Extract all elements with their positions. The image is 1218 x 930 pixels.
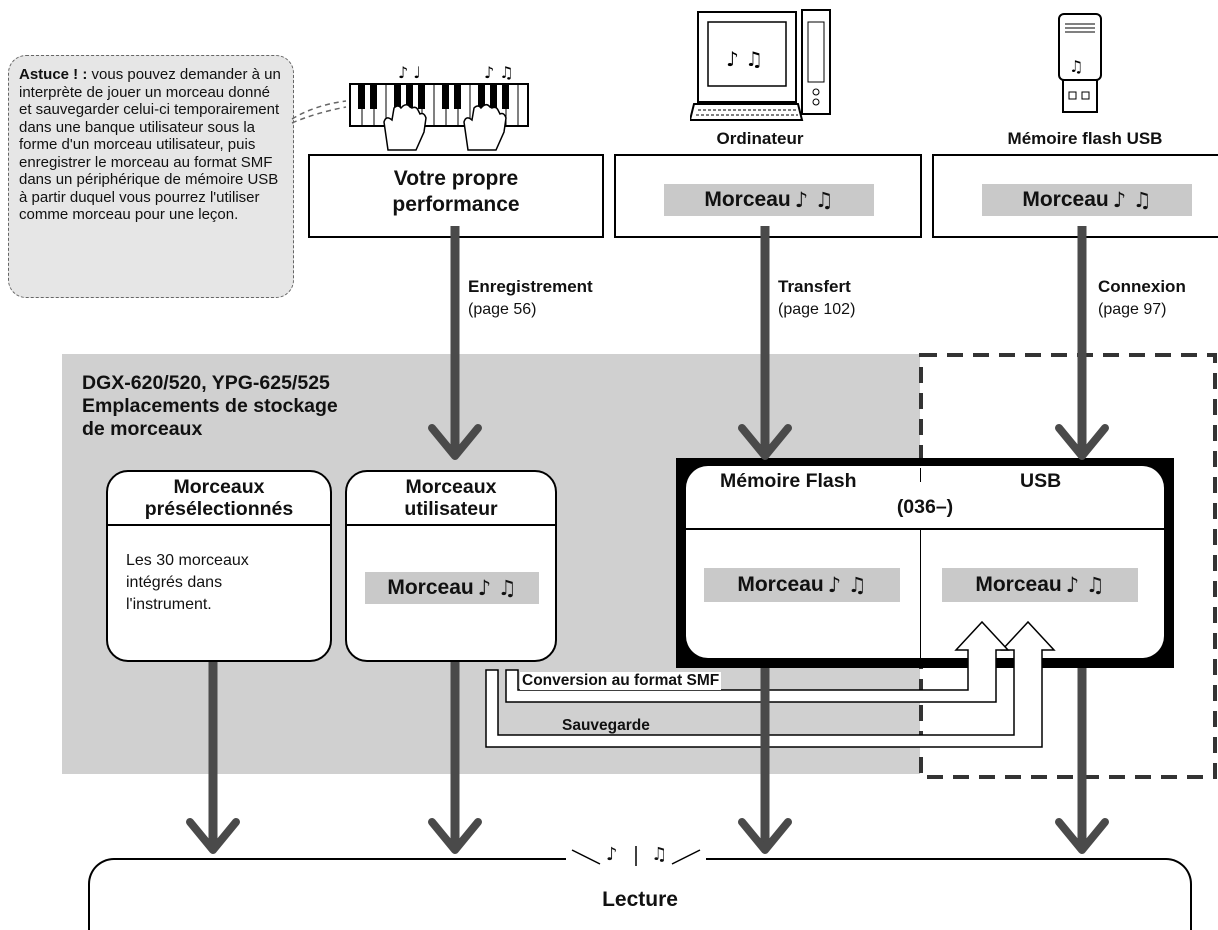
music-note-icon: ♪ ♫ — [794, 188, 834, 212]
svg-text:♪ ♩: ♪ ♩ — [398, 63, 421, 82]
preset-songs-description: Les 30 morceaux intégrés dans l'instrume… — [126, 552, 249, 613]
transfer-arrow-label: Transfert (page 102) — [778, 276, 855, 321]
svg-text:♪ ♫: ♪ ♫ — [726, 47, 763, 71]
flash-usb-header: Mémoire Flash USB (036–) — [686, 466, 1164, 530]
record-page: (page 56) — [468, 301, 537, 318]
user-title-line2: utilisateur — [404, 498, 498, 520]
song-label: Morceau — [737, 573, 824, 596]
flash-usb-divider — [920, 528, 921, 658]
transfer-page: (page 102) — [778, 301, 856, 318]
connect-arrow-label: Connexion (page 97) — [1098, 276, 1186, 321]
record-title: Enregistrement — [468, 277, 593, 296]
computer-song-tag: Morceau ♪ ♫ — [664, 184, 874, 216]
smf-conversion-label: Conversion au format SMF — [520, 672, 722, 690]
flash-play-head — [738, 818, 792, 854]
performance-box: Votre propre performance — [308, 154, 604, 238]
tip-label: Astuce ! : — [19, 66, 88, 83]
music-note-icon: ♪ ♫ — [827, 573, 867, 597]
transfer-arrow-head — [738, 424, 792, 460]
usb-play-head — [1055, 818, 1109, 854]
user-songs-header: Morceaux utilisateur — [347, 472, 555, 526]
usb-label: USB — [1020, 470, 1062, 492]
usb-flash-label: Mémoire flash USB — [1007, 129, 1163, 148]
song-label: Morceau — [704, 188, 791, 211]
user-songs-box: Morceaux utilisateur Morceau ♪ ♫ — [345, 470, 557, 662]
performance-title-line2: performance — [392, 193, 520, 216]
preset-songs-box: Morceaux présélectionnés Les 30 morceaux… — [106, 470, 332, 662]
performance-title-line1: Votre propre — [393, 167, 519, 190]
preset-title-line1: Morceaux — [173, 476, 265, 498]
record-arrow-head — [428, 424, 482, 460]
song-label: Morceau — [1022, 188, 1109, 211]
record-arrow-label: Enregistrement (page 56) — [468, 276, 593, 321]
storage-title-line3: de morceaux — [82, 418, 203, 440]
user-play-head — [428, 818, 482, 854]
svg-text:♪ ♫: ♪ ♫ — [484, 63, 514, 82]
connect-arrow-head — [1055, 424, 1109, 460]
computer-box: Morceau ♪ ♫ — [614, 154, 922, 238]
music-note-icon: ♪ ♫ — [1065, 573, 1105, 597]
playback-notes: ♪ ♫ — [566, 842, 706, 870]
preset-songs-header: Morceaux présélectionnés — [108, 472, 330, 526]
music-note-icon: ♪ ♫ — [1112, 188, 1152, 212]
preset-play-head — [186, 818, 240, 854]
sound-burst-icon — [571, 846, 701, 866]
music-note-icon: ♪ ♫ — [606, 844, 682, 865]
storage-area-title: DGX-620/520, YPG-625/525 Emplacements de… — [82, 372, 338, 441]
tip-text: vous pouvez demander à un interprète de … — [19, 66, 281, 223]
performance-title: Votre propre performance — [310, 166, 602, 218]
save-label: Sauvegarde — [562, 717, 650, 734]
keyboard-hands-icon: ♪ ♩ ♪ ♫ — [349, 63, 529, 151]
connect-title: Connexion — [1098, 277, 1186, 296]
usb-flash-icon: ♫ — [1058, 13, 1102, 113]
usb-source-box: Morceau ♪ ♫ — [932, 154, 1218, 238]
playback-box: Lecture — [88, 858, 1192, 930]
song-label: Morceau — [387, 576, 474, 599]
user-song-tag: Morceau ♪ ♫ — [365, 572, 539, 604]
computer-icon: ♪ ♫ — [690, 9, 831, 121]
usb-source-song-tag: Morceau ♪ ♫ — [982, 184, 1192, 216]
music-note-icon: ♪ ♫ — [477, 576, 517, 600]
transfer-title: Transfert — [778, 277, 851, 296]
playback-label: Lecture — [602, 888, 678, 911]
usb-area-dashed-border — [919, 353, 1217, 779]
storage-title-line2: Emplacements de stockage — [82, 395, 338, 417]
header-divider — [920, 468, 921, 482]
song-label: Morceau — [975, 573, 1062, 596]
connect-page: (page 97) — [1098, 301, 1167, 318]
flash-song-tag: Morceau ♪ ♫ — [704, 568, 900, 602]
flash-usb-box: Mémoire Flash USB (036–) Morceau ♪ ♫ Mor… — [686, 466, 1164, 658]
tip-pointer — [291, 100, 347, 124]
svg-text:♫: ♫ — [1069, 57, 1083, 76]
preset-title-line2: présélectionnés — [144, 498, 294, 520]
computer-label: Ordinateur — [716, 129, 804, 148]
flash-memory-label: Mémoire Flash — [720, 470, 857, 492]
tip-bubble: Astuce ! : vous pouvez demander à un int… — [8, 55, 294, 298]
usb-song-tag: Morceau ♪ ♫ — [942, 568, 1138, 602]
user-title-line1: Morceaux — [405, 476, 497, 498]
flash-range-label: (036–) — [896, 496, 954, 518]
storage-title-line1: DGX-620/520, YPG-625/525 — [82, 372, 330, 394]
